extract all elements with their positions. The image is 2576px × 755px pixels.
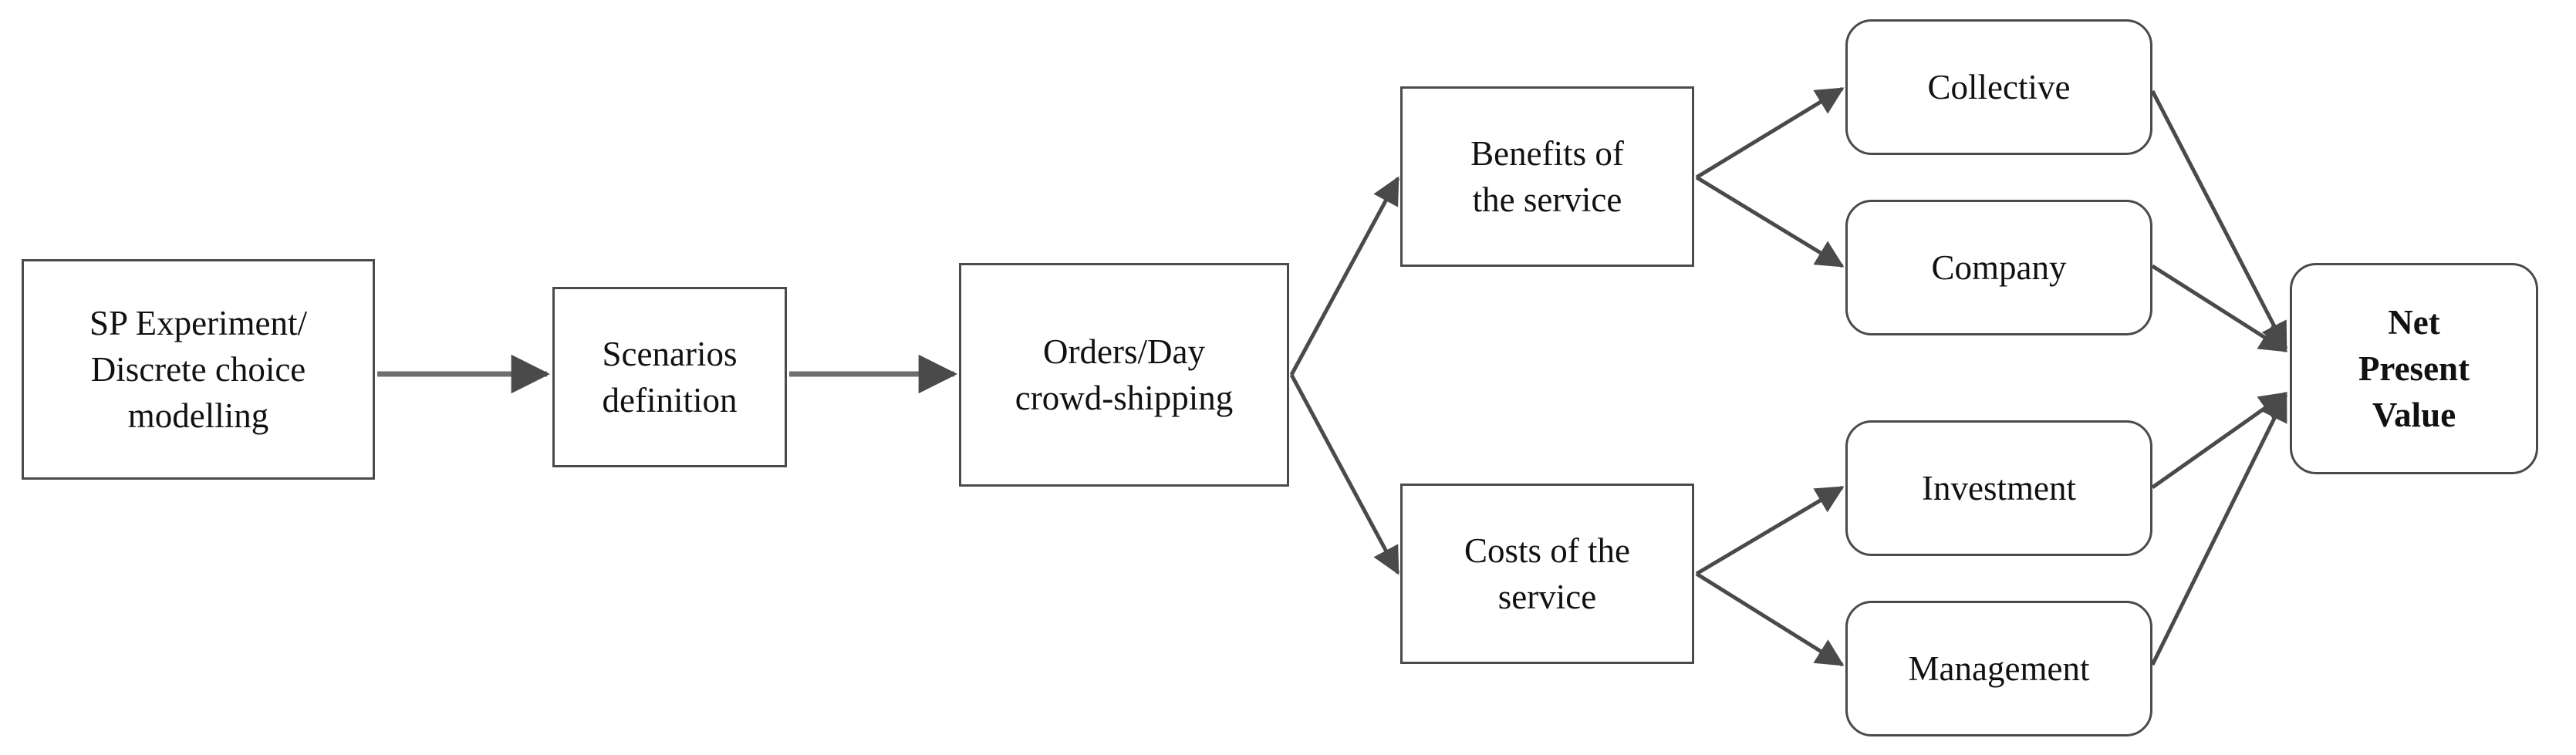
edge-company-to-npv: [2151, 264, 2288, 353]
edge-orders-to-costs: [1289, 373, 1400, 575]
node-investment-label: Investment: [1922, 468, 2076, 507]
edge-benefits-to-company: [1695, 175, 1845, 268]
node-collective-label: Collective: [1927, 67, 2071, 106]
node-net-present-value-label: Net Present Value: [2358, 302, 2470, 435]
node-investment[interactable]: Investment: [1845, 420, 2152, 556]
edge-costs-to-management: [1695, 571, 1845, 667]
node-benefits-of-the-service[interactable]: Benefits of the service: [1400, 86, 1694, 267]
node-orders-per-day-crowd-shipping-label: Orders/Day crowd-shipping: [1015, 332, 1234, 417]
node-benefits-of-the-service-label: Benefits of the service: [1470, 133, 1624, 219]
node-orders-per-day-crowd-shipping[interactable]: Orders/Day crowd-shipping: [959, 263, 1289, 487]
node-company-label: Company: [1931, 248, 2067, 287]
edge-collective-to-npv: [2150, 89, 2288, 351]
edge-costs-to-investment: [1695, 485, 1845, 576]
node-costs-of-the-service[interactable]: Costs of the service: [1400, 484, 1694, 664]
node-company[interactable]: Company: [1845, 200, 2152, 335]
node-costs-of-the-service-label: Costs of the service: [1464, 531, 1630, 616]
node-management[interactable]: Management: [1845, 601, 2152, 736]
node-scenarios-definition[interactable]: Scenarios definition: [552, 287, 787, 467]
edge-management-to-npv: [2150, 393, 2288, 666]
edge-benefits-to-collective: [1695, 86, 1845, 180]
edge-investment-to-npv: [2151, 391, 2288, 490]
node-management-label: Management: [1908, 649, 2090, 688]
node-scenarios-definition-label: Scenarios definition: [602, 334, 738, 420]
node-sp-experiment-label: SP Experiment/ Discrete choice modelling: [89, 303, 308, 436]
edge-orders-to-benefits: [1289, 176, 1400, 376]
node-net-present-value[interactable]: Net Present Value: [2290, 263, 2538, 474]
node-sp-experiment[interactable]: SP Experiment/ Discrete choice modelling: [22, 259, 375, 480]
node-collective[interactable]: Collective: [1845, 19, 2152, 155]
